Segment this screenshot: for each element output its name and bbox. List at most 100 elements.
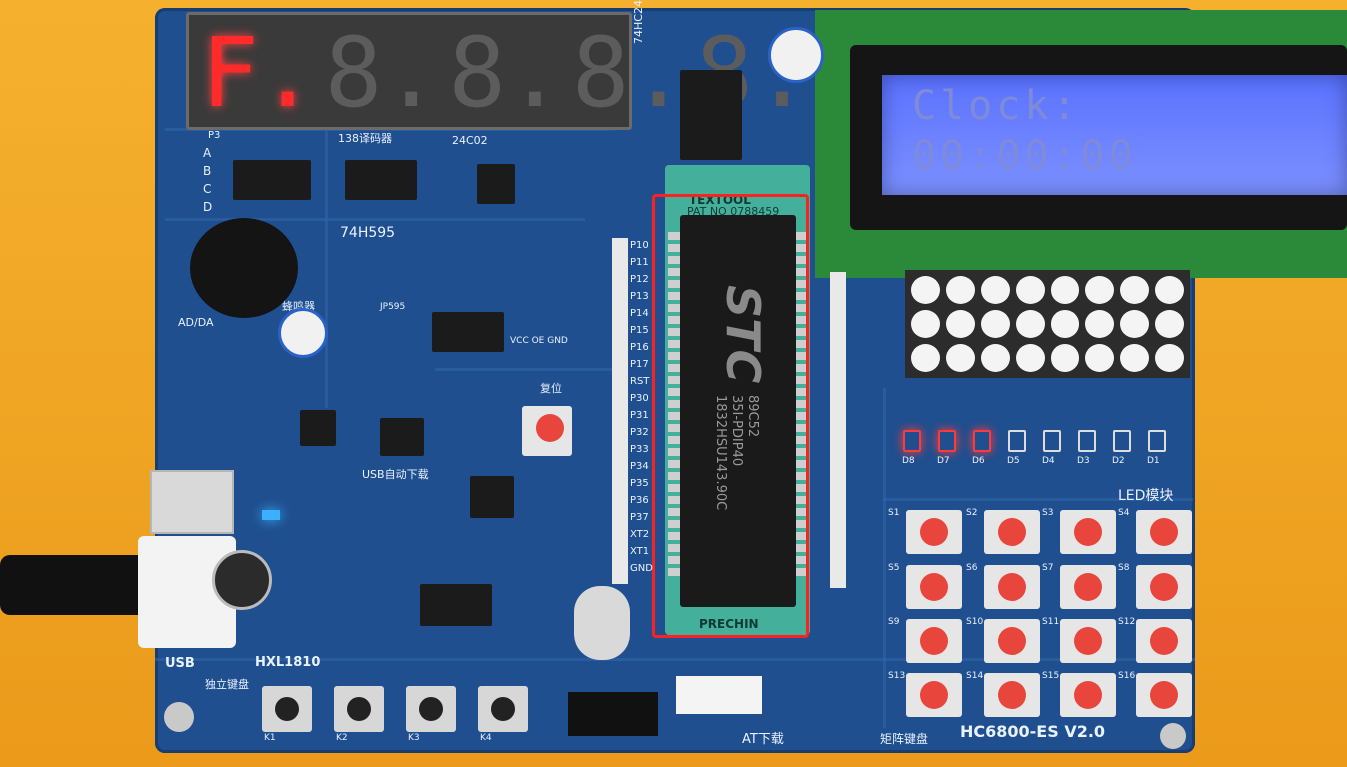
led-d6 <box>973 430 991 452</box>
led-d5 <box>1008 430 1026 452</box>
matrix-key-s12[interactable] <box>1136 619 1192 663</box>
p-pin-label: RST <box>630 376 650 387</box>
p-pin-label: P14 <box>630 308 649 319</box>
chip-pins-left <box>668 232 680 580</box>
matrix-key-s6[interactable] <box>984 565 1040 609</box>
matrix-key-s9[interactable] <box>906 619 962 663</box>
p-pin-label: P33 <box>630 444 649 455</box>
p-pin-label: P16 <box>630 342 649 353</box>
led-d2 <box>1113 430 1131 452</box>
decoder-label: 138译码器 <box>338 132 392 145</box>
power-switch[interactable] <box>150 470 234 534</box>
matrix-key-s2[interactable] <box>984 510 1040 554</box>
p-pin-label: P37 <box>630 512 649 523</box>
matrix-key-s1[interactable] <box>906 510 962 554</box>
power-led <box>262 510 280 520</box>
p3-pin-label: D <box>203 200 213 214</box>
p-pin-label: XT1 <box>630 546 650 557</box>
matrix-key-label-s13: S13 <box>888 671 906 681</box>
chip-pins-right <box>795 232 807 580</box>
screw <box>1160 723 1186 749</box>
potentiometer[interactable] <box>278 308 328 358</box>
matrix-key-label-s6: S6 <box>966 563 978 573</box>
ic-chip <box>680 70 742 160</box>
led-label-d1: D1 <box>1147 456 1160 466</box>
jumper-header <box>568 692 658 736</box>
led-module-label: LED模块 <box>1118 488 1174 504</box>
led-d7 <box>938 430 956 452</box>
p3-pin-label: A <box>203 146 212 160</box>
matrix-key-s10[interactable] <box>984 619 1040 663</box>
usb-label: USB <box>165 656 195 671</box>
matrix-key-label-s10: S10 <box>966 617 984 627</box>
matrix-key-label-s16: S16 <box>1118 671 1136 681</box>
matrix-key-s14[interactable] <box>984 673 1040 717</box>
segment-digit: 8. <box>448 17 564 129</box>
matrix-keys-label: 矩阵键盘 <box>880 732 929 746</box>
p-pin-label: P34 <box>630 461 649 472</box>
reset-label: 复位 <box>540 382 562 395</box>
matrix-key-s13[interactable] <box>906 673 962 717</box>
led-label-d7: D7 <box>937 456 950 466</box>
independent-key-k2[interactable] <box>334 686 384 732</box>
usb-auto-download-label: USB自动下载 <box>362 468 429 481</box>
led-d1 <box>1148 430 1166 452</box>
ic-chip <box>345 160 417 200</box>
p-pin-label: P10 <box>630 240 649 251</box>
matrix-key-label-s12: S12 <box>1118 617 1136 627</box>
pin-header <box>612 238 628 584</box>
independent-key-k4[interactable] <box>478 686 528 732</box>
led-d8 <box>903 430 921 452</box>
matrix-key-s3[interactable] <box>1060 510 1116 554</box>
matrix-key-label-s2: S2 <box>966 508 978 518</box>
pin-header <box>830 272 846 588</box>
independent-key-label-k2: K2 <box>336 733 348 743</box>
p3-pin-label: P3 <box>208 130 221 141</box>
usb-cable <box>0 555 150 615</box>
p-pin-label: P11 <box>630 257 649 268</box>
ic-chip <box>380 418 424 456</box>
segment-digit: 8. <box>324 17 441 129</box>
matrix-key-label-s5: S5 <box>888 563 900 573</box>
buzzer <box>190 218 298 318</box>
ic-chip <box>477 164 515 204</box>
p-pin-label: P32 <box>630 427 649 438</box>
matrix-key-s7[interactable] <box>1060 565 1116 609</box>
board-model-label: HC6800-ES V2.0 <box>960 722 1106 741</box>
matrix-key-label-s1: S1 <box>888 508 900 518</box>
reset-button[interactable] <box>522 406 572 456</box>
hxl-label: HXL1810 <box>255 655 321 670</box>
matrix-key-s8[interactable] <box>1136 565 1192 609</box>
capacitor <box>212 550 272 610</box>
led-label-d3: D3 <box>1077 456 1090 466</box>
led-label-d8: D8 <box>902 456 915 466</box>
p-pin-label: P15 <box>630 325 649 336</box>
led-label-d4: D4 <box>1042 456 1055 466</box>
ic-chip <box>470 476 514 518</box>
prechin-label: PRECHIN <box>699 617 759 631</box>
segment-digit: 8. <box>571 17 688 129</box>
led-label-d2: D2 <box>1112 456 1125 466</box>
ic-74h595-label: 74H595 <box>340 225 396 241</box>
vcc-oe-gnd-label: VCC OE GND <box>510 336 568 346</box>
matrix-key-s5[interactable] <box>906 565 962 609</box>
segment-digit: F. <box>201 17 317 129</box>
matrix-key-label-s3: S3 <box>1042 508 1054 518</box>
matrix-key-s4[interactable] <box>1136 510 1192 554</box>
led-label-d5: D5 <box>1007 456 1020 466</box>
p-pin-label: P36 <box>630 495 649 506</box>
lcd-line-1: Clock: <box>912 83 1081 129</box>
independent-key-k1[interactable] <box>262 686 312 732</box>
ic-chip <box>432 312 504 352</box>
jp595-label: JP595 <box>380 302 406 312</box>
matrix-key-s15[interactable] <box>1060 673 1116 717</box>
independent-key-label-k4: K4 <box>480 733 492 743</box>
matrix-key-label-s7: S7 <box>1042 563 1054 573</box>
matrix-key-s11[interactable] <box>1060 619 1116 663</box>
independent-key-k3[interactable] <box>406 686 456 732</box>
independent-keys-label: 独立键盘 <box>205 678 249 691</box>
ic-74hc245-label: 74HC245 <box>632 0 645 44</box>
matrix-key-s16[interactable] <box>1136 673 1192 717</box>
potentiometer[interactable] <box>768 27 824 83</box>
ic-chip <box>300 410 336 446</box>
